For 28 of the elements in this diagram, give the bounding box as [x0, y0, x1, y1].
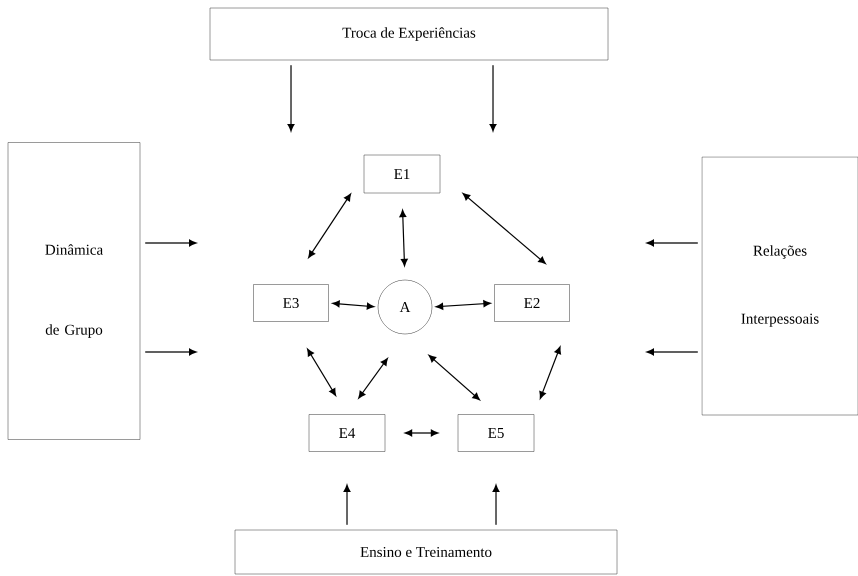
process-box: E4 [308, 414, 386, 452]
arrow [404, 430, 438, 436]
arrow [646, 348, 698, 356]
arrow [428, 354, 480, 400]
arrow [399, 210, 408, 266]
arrow [358, 358, 388, 399]
arrow [307, 348, 336, 396]
arrow [646, 240, 698, 246]
process-box: E1 [364, 154, 440, 194]
process-box: E3 [253, 284, 329, 322]
arrow [344, 484, 350, 525]
arrow [288, 65, 294, 132]
process-box: E5 [458, 414, 534, 452]
process-box: Troca de Experiências [210, 8, 608, 60]
arrow [332, 300, 374, 310]
arrow [436, 300, 491, 310]
process-box: E2 [494, 284, 570, 322]
arrow [492, 484, 500, 525]
process-box: Ensino e Treinamento [234, 530, 618, 574]
arrow [462, 192, 546, 264]
arrow [308, 194, 352, 258]
process-box: Dinâmica de Grupo [8, 142, 140, 440]
process-box: Relações Interpessoais [702, 156, 858, 416]
arrow [539, 346, 562, 399]
arrow [145, 348, 196, 356]
arrow [490, 65, 496, 132]
arrow [145, 240, 196, 246]
circle-node: A [378, 280, 432, 334]
